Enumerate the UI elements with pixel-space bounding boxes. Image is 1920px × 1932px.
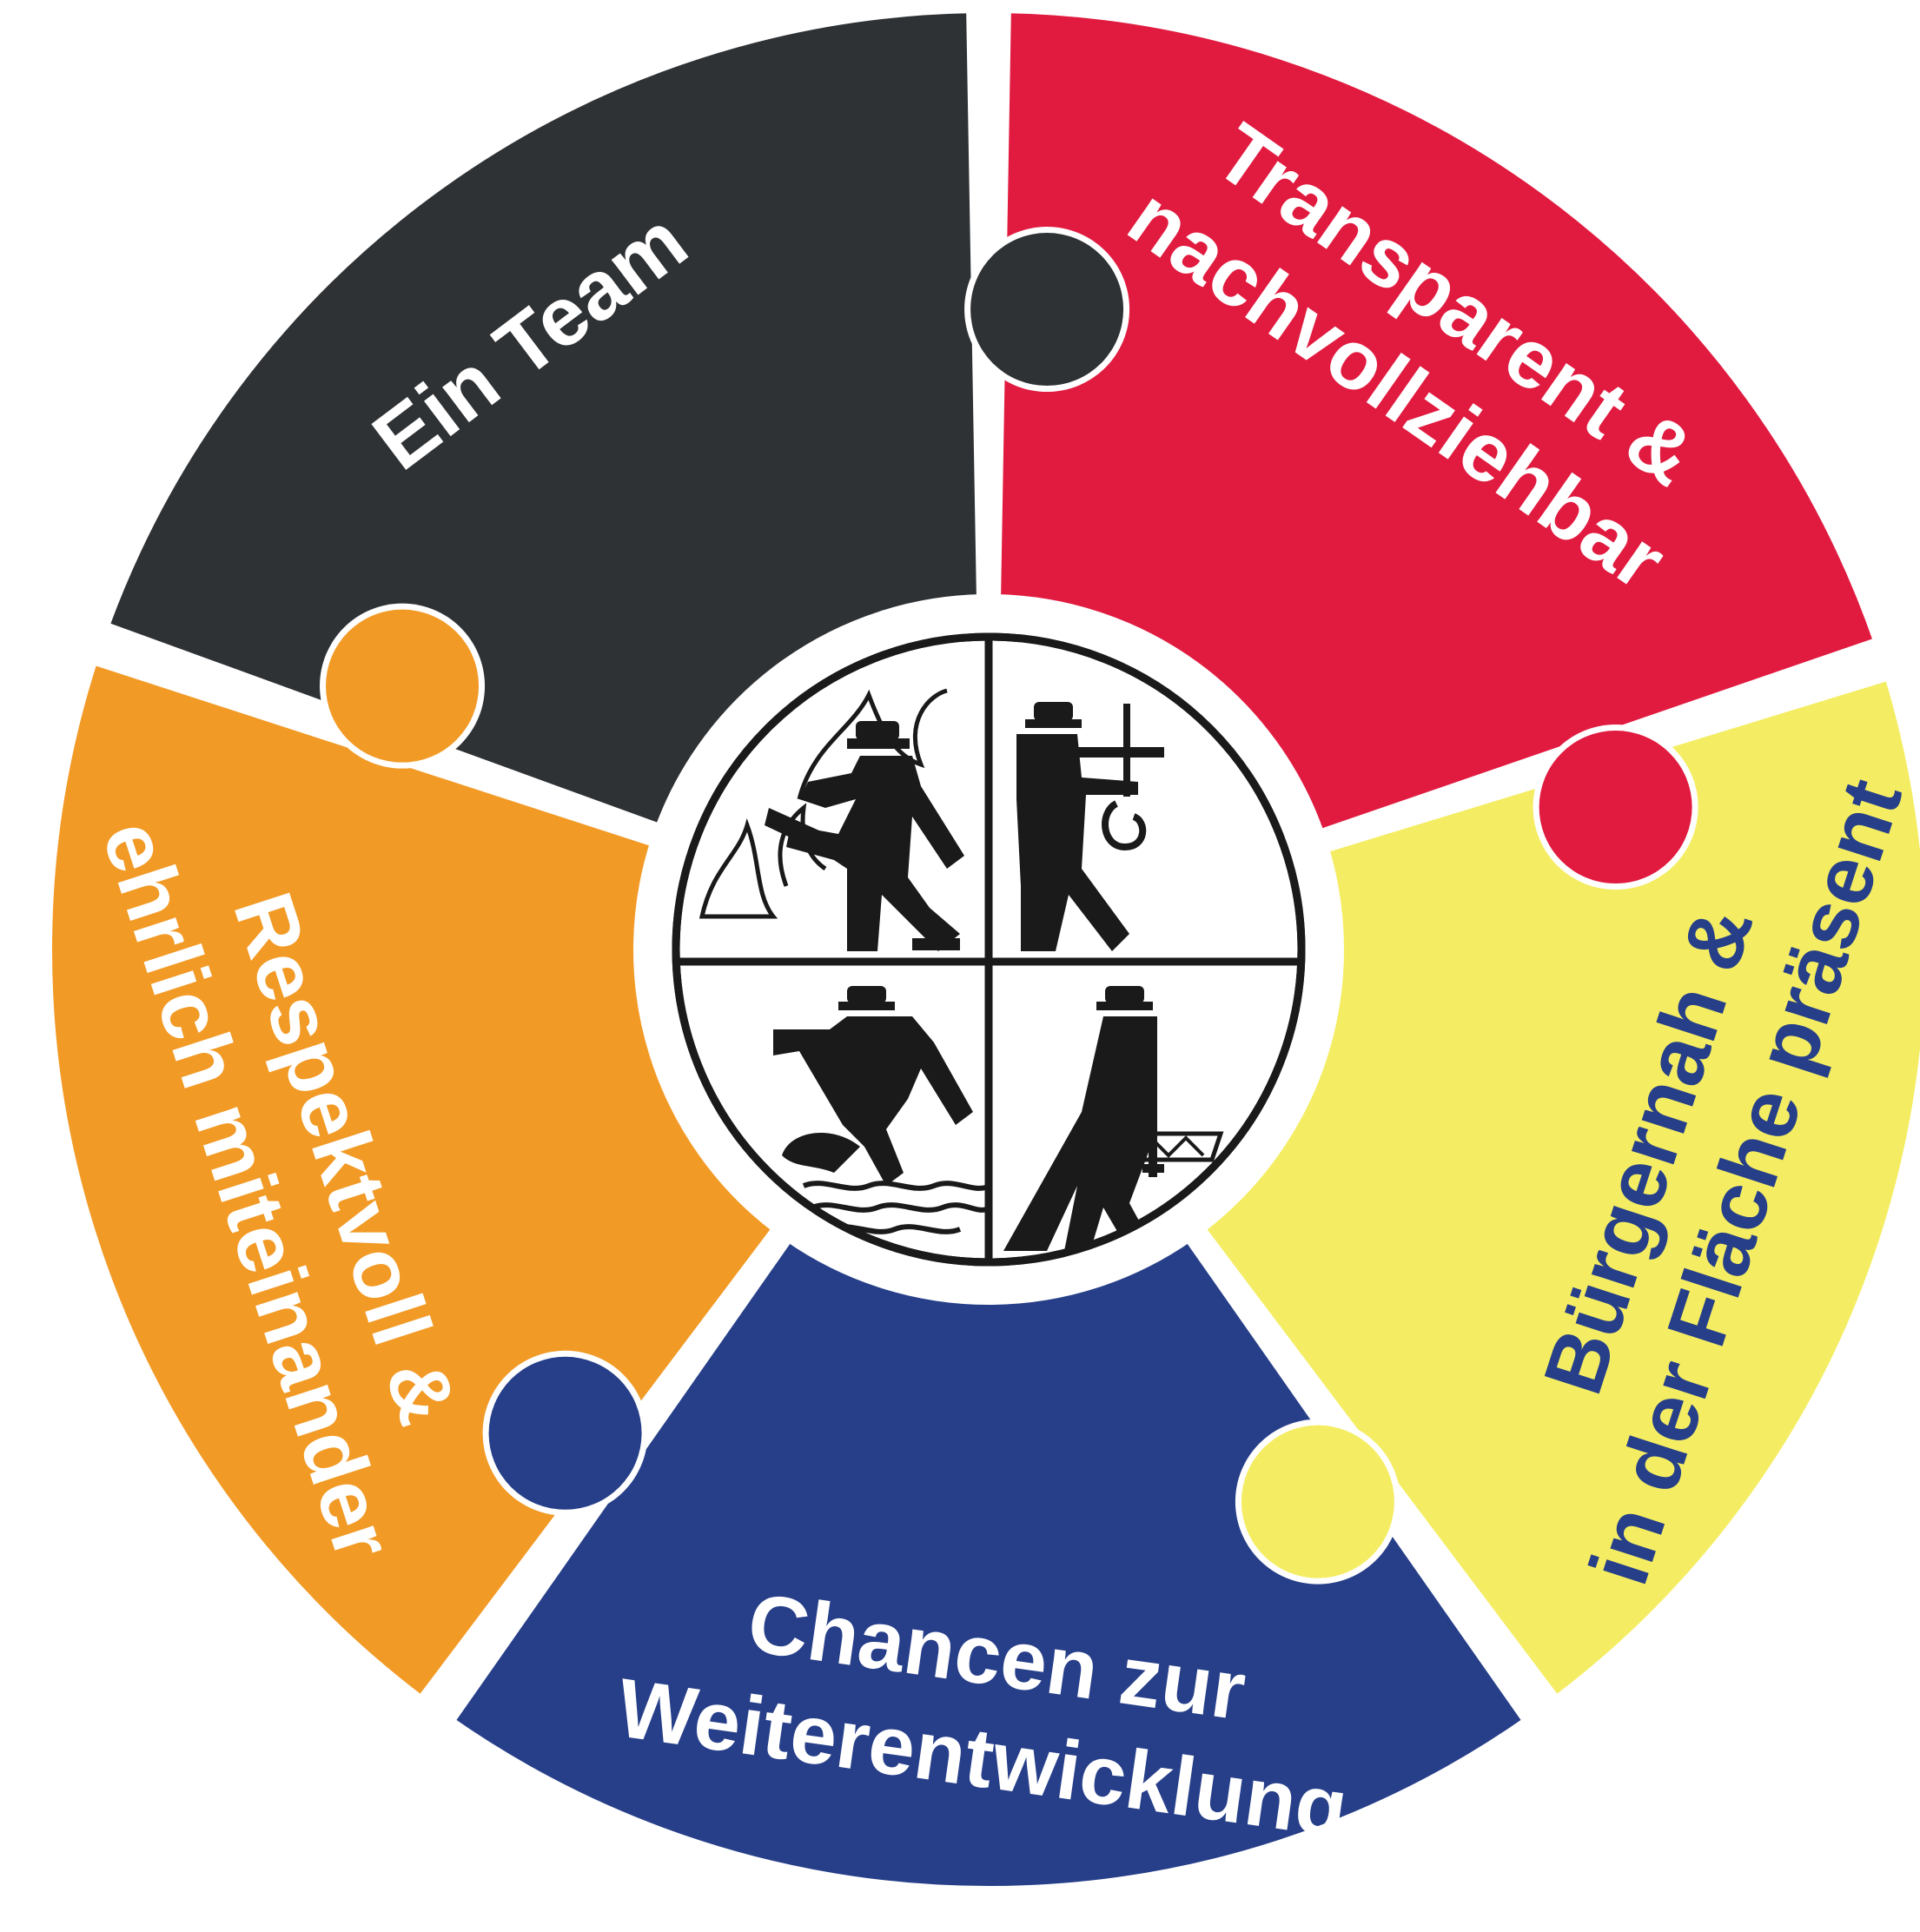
puzzle-knob-buergernah xyxy=(1241,1425,1394,1578)
puzzle-knob-ein-team xyxy=(970,233,1124,387)
protection-icon xyxy=(1003,986,1224,1259)
fire-brigade-emblem-icon xyxy=(645,605,1333,1294)
rescue-icon xyxy=(1016,702,1164,951)
firefighting-icon xyxy=(698,688,964,951)
segment-transparent xyxy=(989,1,1886,843)
segment-ein-team xyxy=(96,1,989,837)
segment-buergernah xyxy=(1192,667,1920,1709)
puzzle-knob-chancen xyxy=(488,1356,642,1510)
puzzle-knob-respektvoll xyxy=(326,609,480,763)
puzzle-segments xyxy=(40,1,1920,1898)
water-rescue-icon xyxy=(773,986,992,1234)
segment-chancen xyxy=(441,1229,1536,1898)
puzzle-knob-transparent xyxy=(1539,731,1692,884)
